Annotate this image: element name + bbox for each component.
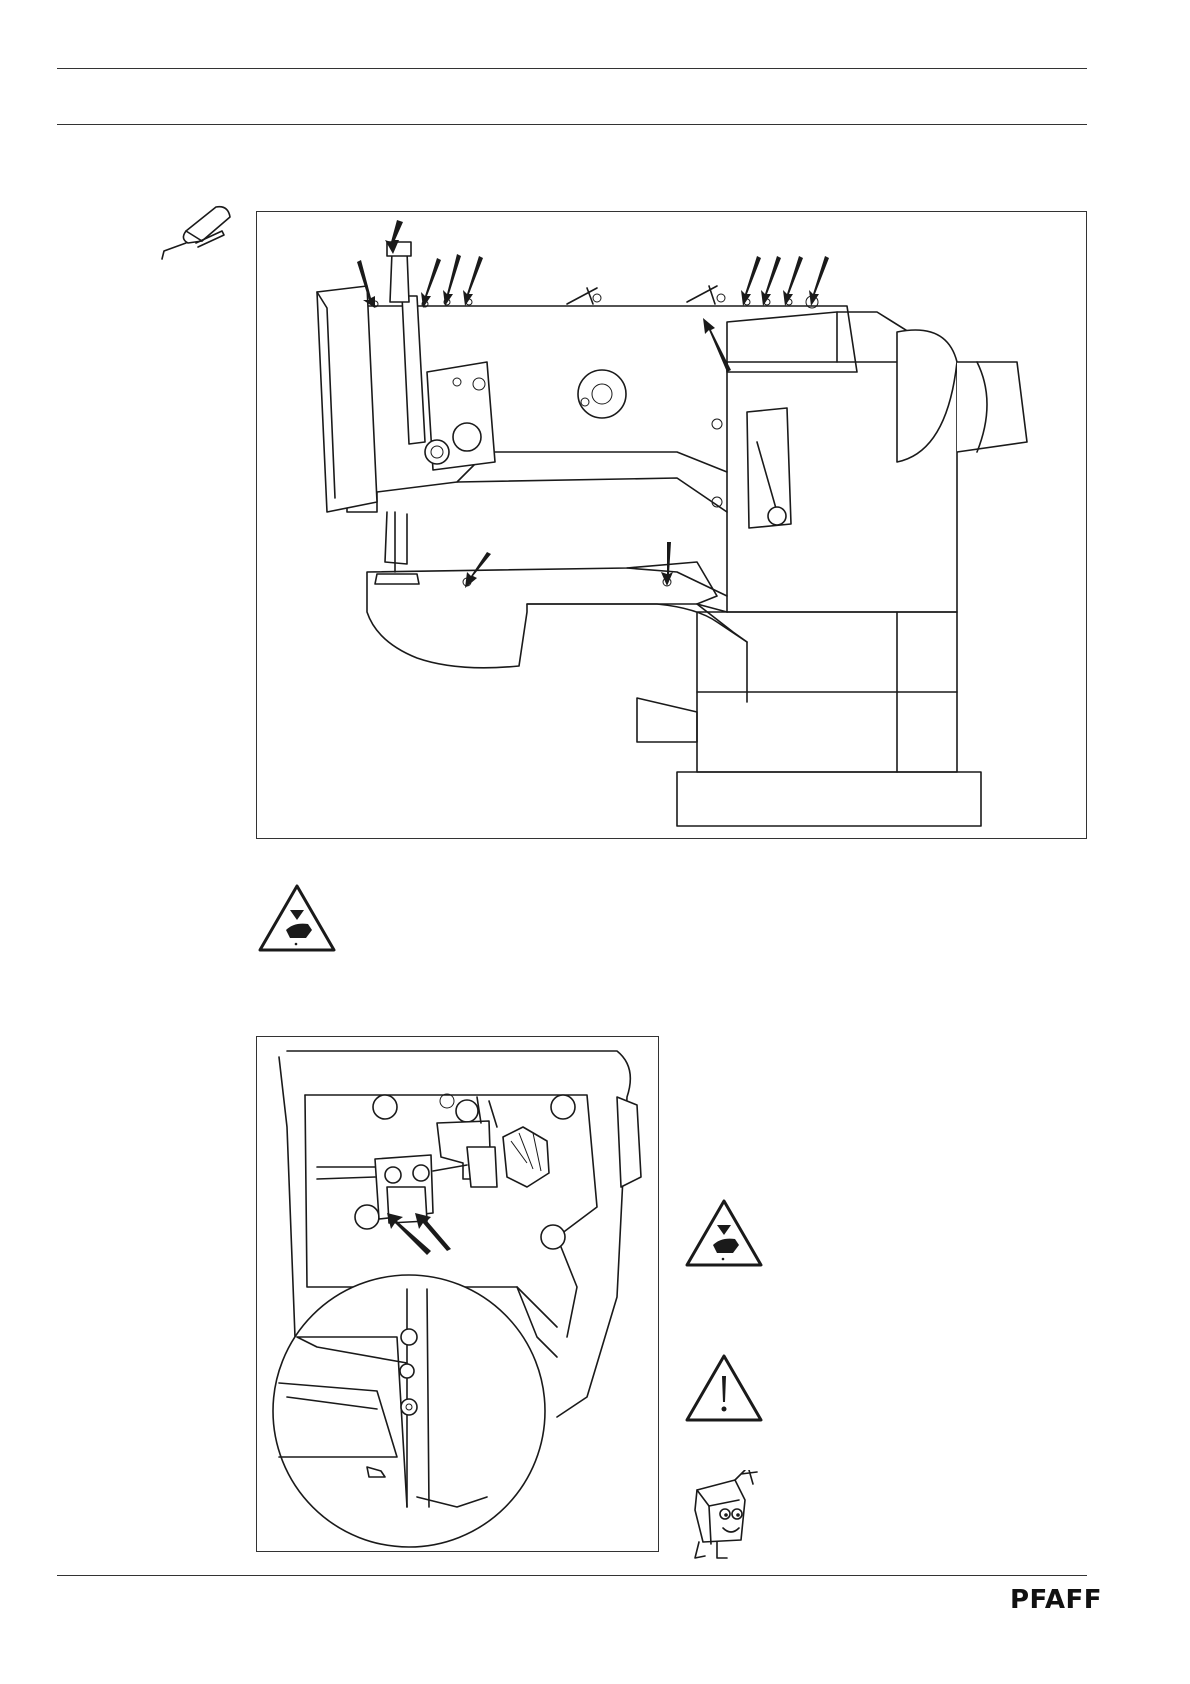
- hook-detail-figure: [256, 1036, 659, 1552]
- sewing-machine-mascot-icon: [683, 1470, 773, 1560]
- footer-rule: [57, 1575, 1087, 1576]
- header-rule-bottom: [57, 124, 1087, 125]
- hand-crush-warning-icon: [683, 1197, 765, 1269]
- hand-crush-warning-icon: [256, 882, 338, 954]
- machine-lubrication-figure: [256, 211, 1087, 839]
- exclamation-warning-icon: [683, 1352, 765, 1424]
- brand-logo: PFAFF: [1010, 1585, 1102, 1615]
- oil-can-icon: [158, 203, 238, 263]
- header-rule-top: [57, 68, 1087, 69]
